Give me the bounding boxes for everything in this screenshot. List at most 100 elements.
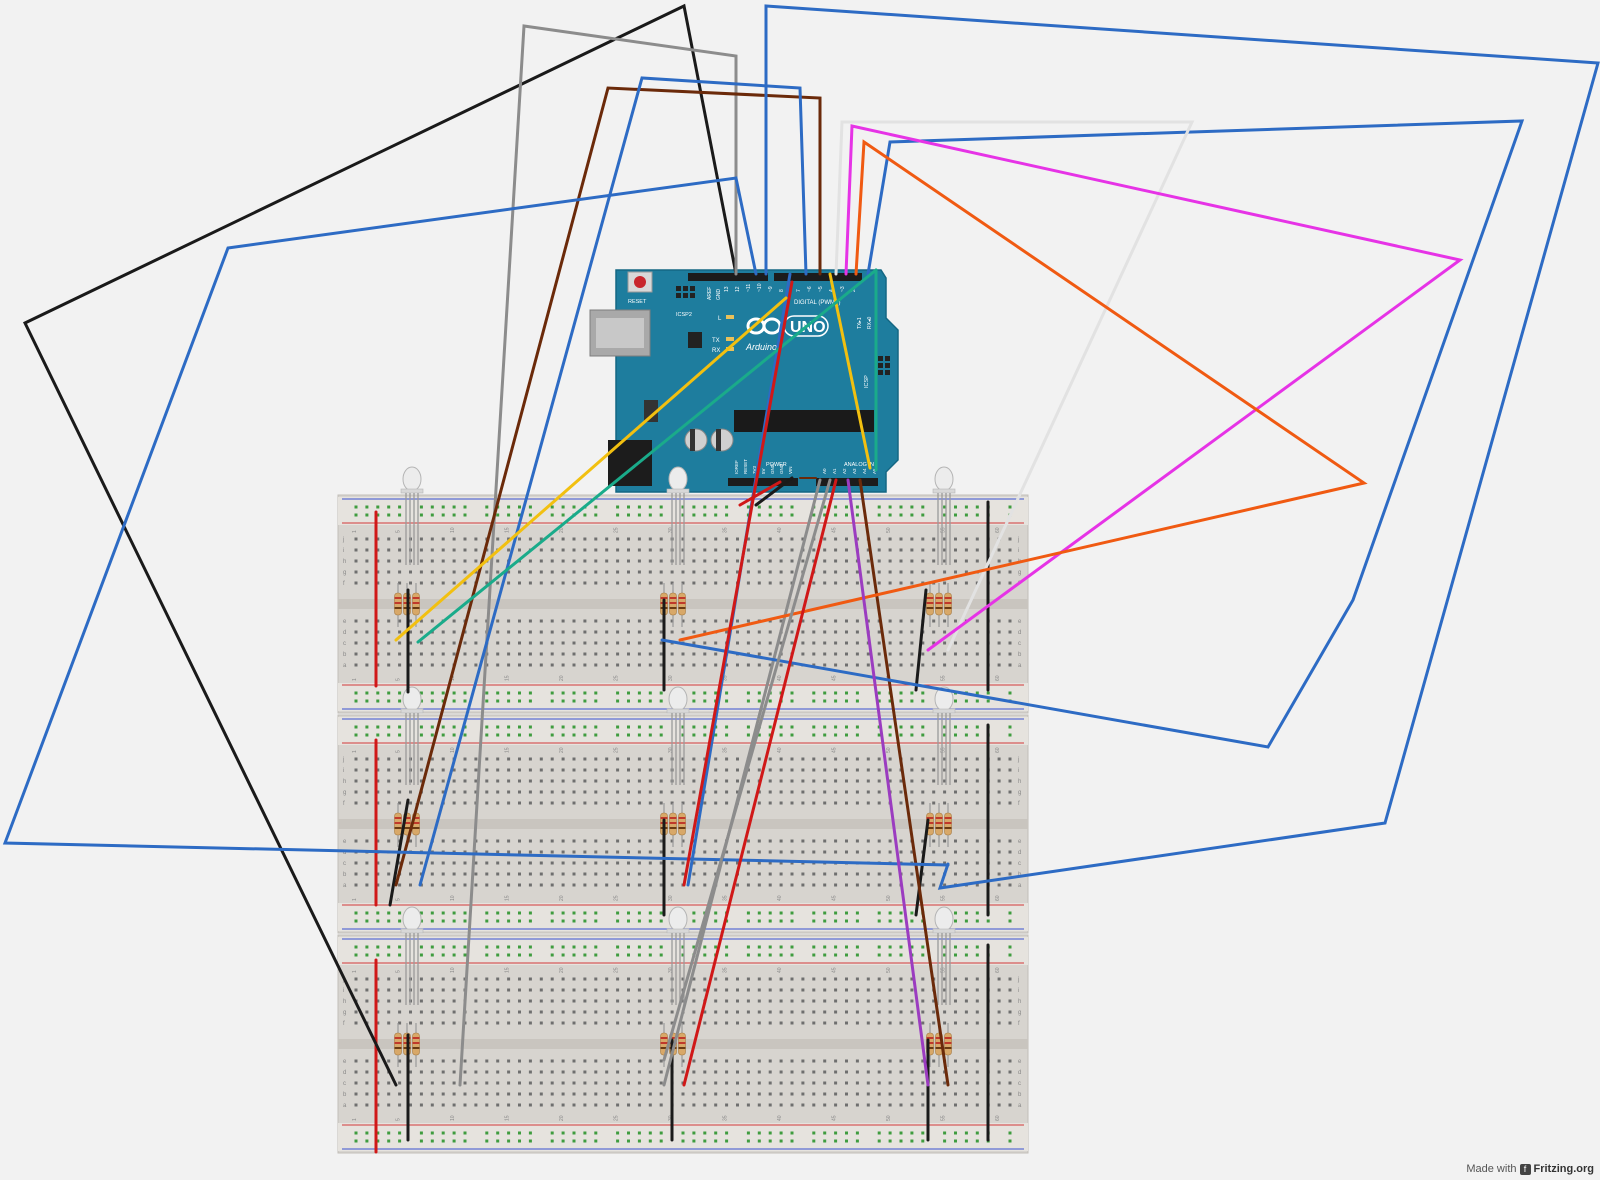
resistor bbox=[394, 583, 402, 627]
terminal-hole bbox=[943, 537, 947, 541]
rail-hole bbox=[561, 505, 565, 509]
terminal-hole bbox=[430, 619, 434, 623]
terminal-hole bbox=[648, 790, 652, 794]
terminal-hole bbox=[899, 663, 903, 667]
terminal-hole bbox=[409, 663, 412, 667]
row-letter: f bbox=[343, 801, 345, 807]
rail-hole bbox=[627, 919, 630, 923]
rail-hole bbox=[616, 1139, 620, 1143]
terminal-hole bbox=[539, 1070, 543, 1074]
terminal-hole bbox=[376, 630, 380, 634]
terminal-hole bbox=[365, 548, 369, 552]
rail-hole bbox=[583, 699, 587, 703]
terminal-hole bbox=[409, 1059, 412, 1063]
terminal-hole bbox=[768, 548, 772, 552]
terminal-hole bbox=[441, 570, 445, 574]
rail-hole bbox=[430, 945, 434, 949]
terminal-hole bbox=[583, 1103, 587, 1107]
rail-hole bbox=[627, 1139, 630, 1143]
terminal-hole bbox=[376, 999, 380, 1003]
terminal-hole bbox=[637, 1081, 641, 1085]
terminal-hole bbox=[855, 768, 859, 772]
rail-hole bbox=[834, 733, 838, 737]
terminal-hole bbox=[746, 1092, 750, 1096]
rail-hole bbox=[964, 505, 968, 509]
terminal-hole bbox=[703, 641, 707, 645]
terminal-hole bbox=[1008, 1092, 1012, 1096]
terminal-hole bbox=[779, 801, 783, 805]
terminal-hole bbox=[387, 652, 391, 656]
rail-hole bbox=[746, 911, 750, 915]
icsp2-label: ICSP2 bbox=[676, 312, 692, 318]
terminal-hole bbox=[387, 790, 391, 794]
terminal-hole bbox=[801, 537, 805, 541]
rail-hole bbox=[365, 945, 369, 949]
terminal-hole bbox=[354, 1010, 358, 1014]
rail-hole bbox=[419, 1139, 423, 1143]
terminal-hole bbox=[452, 641, 456, 645]
terminal-hole bbox=[790, 988, 794, 992]
terminal-hole bbox=[463, 850, 467, 854]
rail-hole bbox=[877, 505, 881, 509]
rail-hole bbox=[419, 725, 423, 729]
rail-hole bbox=[572, 733, 576, 737]
row-letter: d bbox=[343, 850, 346, 856]
terminal-hole bbox=[910, 619, 914, 623]
rail-hole bbox=[637, 1131, 641, 1135]
rail-hole bbox=[845, 513, 848, 517]
terminal-hole bbox=[430, 663, 434, 667]
rail-hole bbox=[823, 725, 827, 729]
rail-hole bbox=[572, 1139, 576, 1143]
resistor-band bbox=[412, 1047, 420, 1049]
digital-pin-label: ~9 bbox=[768, 286, 774, 292]
terminal-hole bbox=[670, 801, 674, 805]
terminal-hole bbox=[1008, 839, 1012, 843]
terminal-hole bbox=[943, 883, 947, 887]
terminal-hole bbox=[452, 548, 456, 552]
terminal-hole bbox=[616, 768, 620, 772]
resistor-band bbox=[403, 822, 411, 824]
rail-hole bbox=[964, 725, 968, 729]
terminal-hole bbox=[855, 801, 859, 805]
terminal-hole bbox=[474, 1059, 478, 1063]
terminal-hole bbox=[627, 977, 630, 981]
rail-hole bbox=[485, 733, 489, 737]
terminal-hole bbox=[659, 1059, 663, 1063]
terminal-hole bbox=[768, 1092, 772, 1096]
terminal-hole bbox=[790, 1070, 794, 1074]
terminal-hole bbox=[975, 559, 979, 563]
rail-hole bbox=[550, 911, 554, 915]
terminal-hole bbox=[387, 883, 391, 887]
terminal-hole bbox=[409, 861, 412, 865]
resistor-band bbox=[669, 1037, 677, 1039]
rail-hole bbox=[757, 1139, 761, 1143]
rail-hole bbox=[419, 1131, 423, 1135]
rail-hole bbox=[703, 1131, 707, 1135]
terminal-hole bbox=[627, 988, 630, 992]
terminal-hole bbox=[801, 652, 805, 656]
column-number: 5 bbox=[396, 750, 402, 753]
terminal-hole bbox=[561, 1010, 565, 1014]
terminal-hole bbox=[528, 630, 532, 634]
rail-hole bbox=[398, 505, 402, 509]
terminal-hole bbox=[496, 768, 500, 772]
terminal-hole bbox=[550, 652, 554, 656]
terminal-hole bbox=[779, 1092, 783, 1096]
column-number: 35 bbox=[723, 895, 729, 901]
terminal-hole bbox=[583, 1021, 587, 1025]
terminal-hole bbox=[539, 861, 543, 865]
terminal-hole bbox=[692, 1103, 696, 1107]
terminal-hole bbox=[561, 839, 565, 843]
terminal-hole bbox=[725, 537, 729, 541]
terminal-hole bbox=[463, 663, 467, 667]
rail-hole bbox=[485, 1139, 489, 1143]
terminal-hole bbox=[616, 548, 620, 552]
terminal-hole bbox=[376, 757, 380, 761]
terminal-hole bbox=[616, 839, 620, 843]
terminal-hole bbox=[430, 1010, 434, 1014]
terminal-hole bbox=[812, 1059, 816, 1063]
terminal-hole bbox=[387, 988, 391, 992]
terminal-hole bbox=[681, 570, 685, 574]
column-number: 10 bbox=[450, 1115, 456, 1121]
rail-hole bbox=[790, 725, 794, 729]
